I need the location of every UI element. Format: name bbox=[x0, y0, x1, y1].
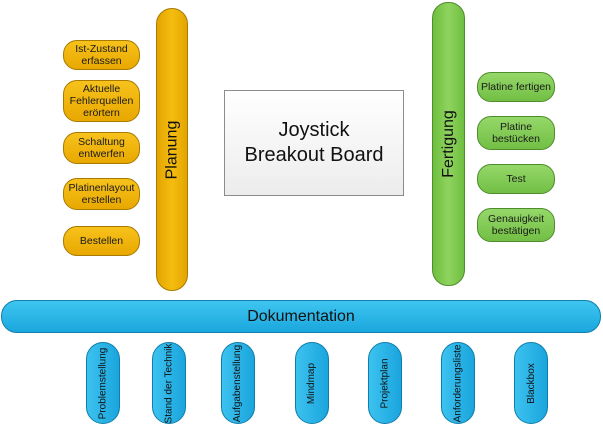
fertigung-item-platine-bestuecken: Platine bestücken bbox=[477, 116, 555, 150]
title-box: Joystick Breakout Board bbox=[224, 90, 404, 196]
doku-item-mindmap: Mindmap bbox=[295, 342, 329, 424]
doku-item-aufgabenstellung: Aufgabenstellung bbox=[221, 342, 255, 424]
doku-item-problemstellung: Problemstellung bbox=[86, 342, 120, 424]
dokumentation-label: Dokumentation bbox=[247, 307, 355, 325]
dokumentation-bar: Dokumentation bbox=[1, 300, 601, 333]
planung-bar: Planung bbox=[156, 8, 188, 291]
fertigung-bar: Fertigung bbox=[432, 2, 465, 286]
planung-item-platinenlayout: Platinenlayout erstellen bbox=[63, 178, 140, 210]
planung-item-ist-zustand: Ist-Zustand erfassen bbox=[63, 40, 140, 70]
doku-item-blackbox: Blackbox bbox=[514, 342, 548, 424]
fertigung-label: Fertigung bbox=[439, 110, 457, 178]
planung-item-fehlerquellen: Aktuelle Fehlerquellen erörtern bbox=[63, 80, 140, 122]
fertigung-item-test: Test bbox=[477, 164, 555, 194]
planung-item-schaltung: Schaltung entwerfen bbox=[63, 132, 140, 164]
fertigung-item-platine-fertigen: Platine fertigen bbox=[477, 72, 555, 102]
title-line-1: Joystick bbox=[278, 119, 350, 141]
title-line-2: Breakout Board bbox=[244, 144, 384, 166]
fertigung-item-genauigkeit: Genauigkeit bestätigen bbox=[477, 208, 555, 242]
planung-item-bestellen: Bestellen bbox=[63, 226, 140, 256]
doku-item-stand-der-technik: Stand der Technik bbox=[152, 342, 186, 424]
planung-label: Planung bbox=[163, 120, 180, 179]
doku-item-anforderungsliste: Anforderungsliste bbox=[441, 342, 475, 424]
doku-item-projektplan: Projektplan bbox=[368, 342, 402, 424]
